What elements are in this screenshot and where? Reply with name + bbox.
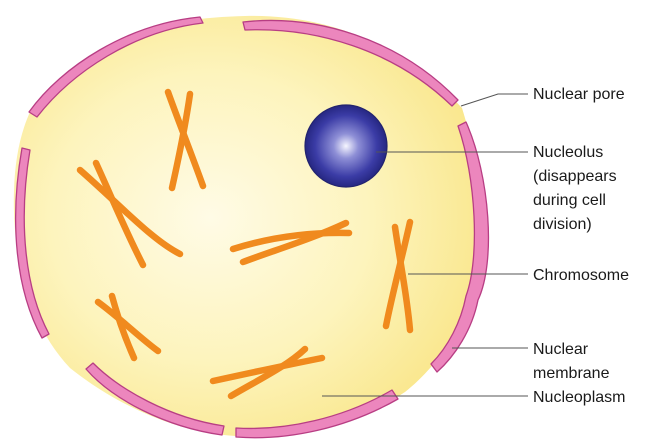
labels: Nuclear pore Nucleolus (disappears durin… xyxy=(533,86,629,406)
label-nuclear-membrane: Nuclear xyxy=(533,341,589,358)
label-nucleolus-line-2: (disappears xyxy=(533,168,617,185)
pore-leader xyxy=(461,94,528,106)
label-nucleolus-line-3: during cell xyxy=(533,192,606,209)
label-nucleoplasm: Nucleoplasm xyxy=(533,389,625,406)
nucleolus xyxy=(305,105,387,187)
label-nuclear-membrane-line-2: membrane xyxy=(533,365,610,382)
label-chromosome: Chromosome xyxy=(533,267,629,284)
label-nucleolus: Nucleolus xyxy=(533,144,603,161)
label-nuclear-pore: Nuclear pore xyxy=(533,86,625,103)
label-nucleolus-line-4: division) xyxy=(533,216,592,233)
